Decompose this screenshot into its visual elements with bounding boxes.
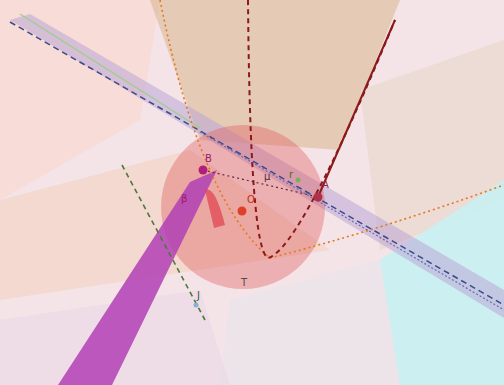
point-label: J — [197, 291, 200, 301]
point-label: O — [247, 195, 255, 205]
point-label: B — [205, 154, 212, 164]
point — [194, 303, 199, 308]
line — [318, 20, 395, 197]
point — [199, 166, 208, 175]
point — [296, 178, 301, 183]
dashed-line — [122, 165, 205, 320]
point-label: T — [241, 278, 247, 288]
point-label: A — [322, 180, 329, 190]
line — [20, 14, 200, 128]
dotted-segment — [203, 170, 318, 197]
point-label: β — [181, 194, 187, 204]
dashed-line — [10, 22, 504, 305]
plane-band — [58, 170, 217, 385]
dotted-curve — [160, 0, 504, 258]
point-label: r — [289, 170, 293, 180]
parabola — [248, 0, 395, 258]
point-label: μ — [264, 172, 270, 182]
point — [314, 193, 323, 202]
plane-band — [10, 14, 504, 318]
point — [238, 207, 247, 216]
dotted-line — [200, 132, 504, 310]
plane-region — [220, 260, 400, 385]
plane-region — [150, 0, 400, 150]
